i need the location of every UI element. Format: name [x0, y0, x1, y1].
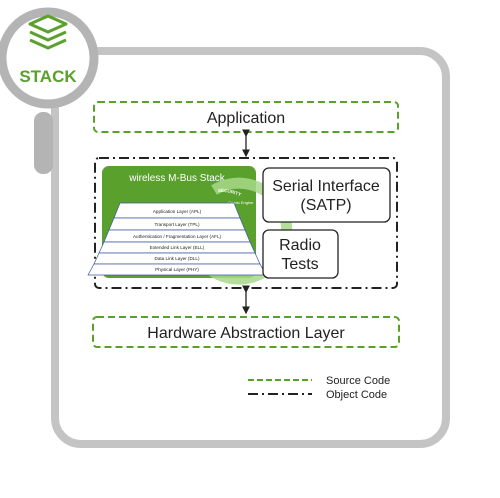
radio-tests-label-line2: Tests	[281, 256, 318, 273]
legend-source-label: Source Code	[326, 375, 390, 387]
stack-badge: STACK	[0, 7, 99, 174]
legend: Source Code Object Code	[248, 375, 390, 401]
badge-handle	[34, 112, 53, 174]
security-label: SECURITY	[218, 188, 242, 197]
badge-circle	[0, 7, 99, 109]
layer-4-label: Extended Link Layer (ELL)	[150, 245, 205, 250]
layer-6-label: Physical Layer (PHY)	[155, 267, 199, 272]
layer-3-label: Authentication / Fragmentation Layer (AF…	[133, 234, 222, 239]
outer-frame	[51, 47, 450, 448]
stack-icon	[28, 14, 68, 50]
layer-2-label: Transport Layer (TPL)	[154, 222, 199, 227]
layer-5-label: Data Link Layer (DLL)	[155, 256, 200, 261]
crypto-engine-label: Crypto Engine	[228, 200, 254, 205]
serial-interface-label-line2: (SATP)	[300, 197, 351, 214]
badge-label: STACK	[19, 67, 77, 86]
application-label: Application	[207, 110, 285, 127]
layer-pyramid: Application Layer (APL) Transport Layer …	[87, 202, 267, 276]
serial-interface-box	[262, 167, 391, 223]
hal-label: Hardware Abstraction Layer	[147, 325, 345, 342]
radio-tests-box	[262, 229, 339, 279]
serial-interface-label-line1: Serial Interface	[272, 178, 380, 195]
stack-title: wireless M-Bus Stack	[128, 173, 226, 184]
radio-tests-label-line1: Radio	[279, 237, 321, 254]
layer-1-label: Application Layer (APL)	[153, 209, 202, 214]
hal-box	[92, 316, 400, 348]
legend-object-label: Object Code	[326, 389, 387, 401]
